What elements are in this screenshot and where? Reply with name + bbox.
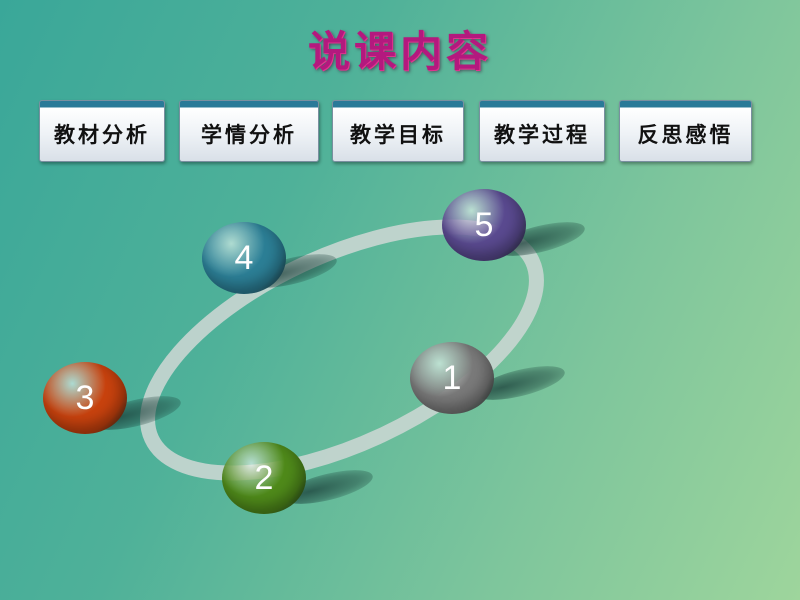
ball-number: 3	[75, 378, 95, 417]
ball-number: 2	[254, 458, 274, 497]
ball-number: 5	[474, 205, 494, 244]
nav-button-student-analysis[interactable]: 学情分析	[179, 100, 319, 162]
nav-button-label: 教学过程	[494, 122, 590, 147]
ball-1[interactable]: 1	[410, 342, 494, 414]
slide-title: 说课内容	[307, 27, 492, 76]
ball-2[interactable]: 2	[222, 442, 306, 514]
ball-5[interactable]: 5	[442, 189, 526, 261]
ball-number: 1	[442, 358, 462, 397]
nav-button-teaching-process[interactable]: 教学过程	[479, 100, 605, 162]
nav-button-textbook-analysis[interactable]: 教材分析	[39, 100, 165, 162]
ball-4[interactable]: 4	[202, 222, 286, 294]
nav-button-label: 教材分析	[54, 122, 150, 147]
ball-3[interactable]: 3	[43, 362, 127, 434]
nav-button-label: 学情分析	[201, 122, 297, 147]
nav-button-reflection[interactable]: 反思感悟	[619, 100, 752, 162]
nav-button-label: 反思感悟	[637, 122, 734, 147]
nav-button-label: 教学目标	[350, 122, 446, 147]
ball-number: 4	[234, 238, 254, 277]
nav-button-teaching-goals[interactable]: 教学目标	[332, 100, 464, 162]
